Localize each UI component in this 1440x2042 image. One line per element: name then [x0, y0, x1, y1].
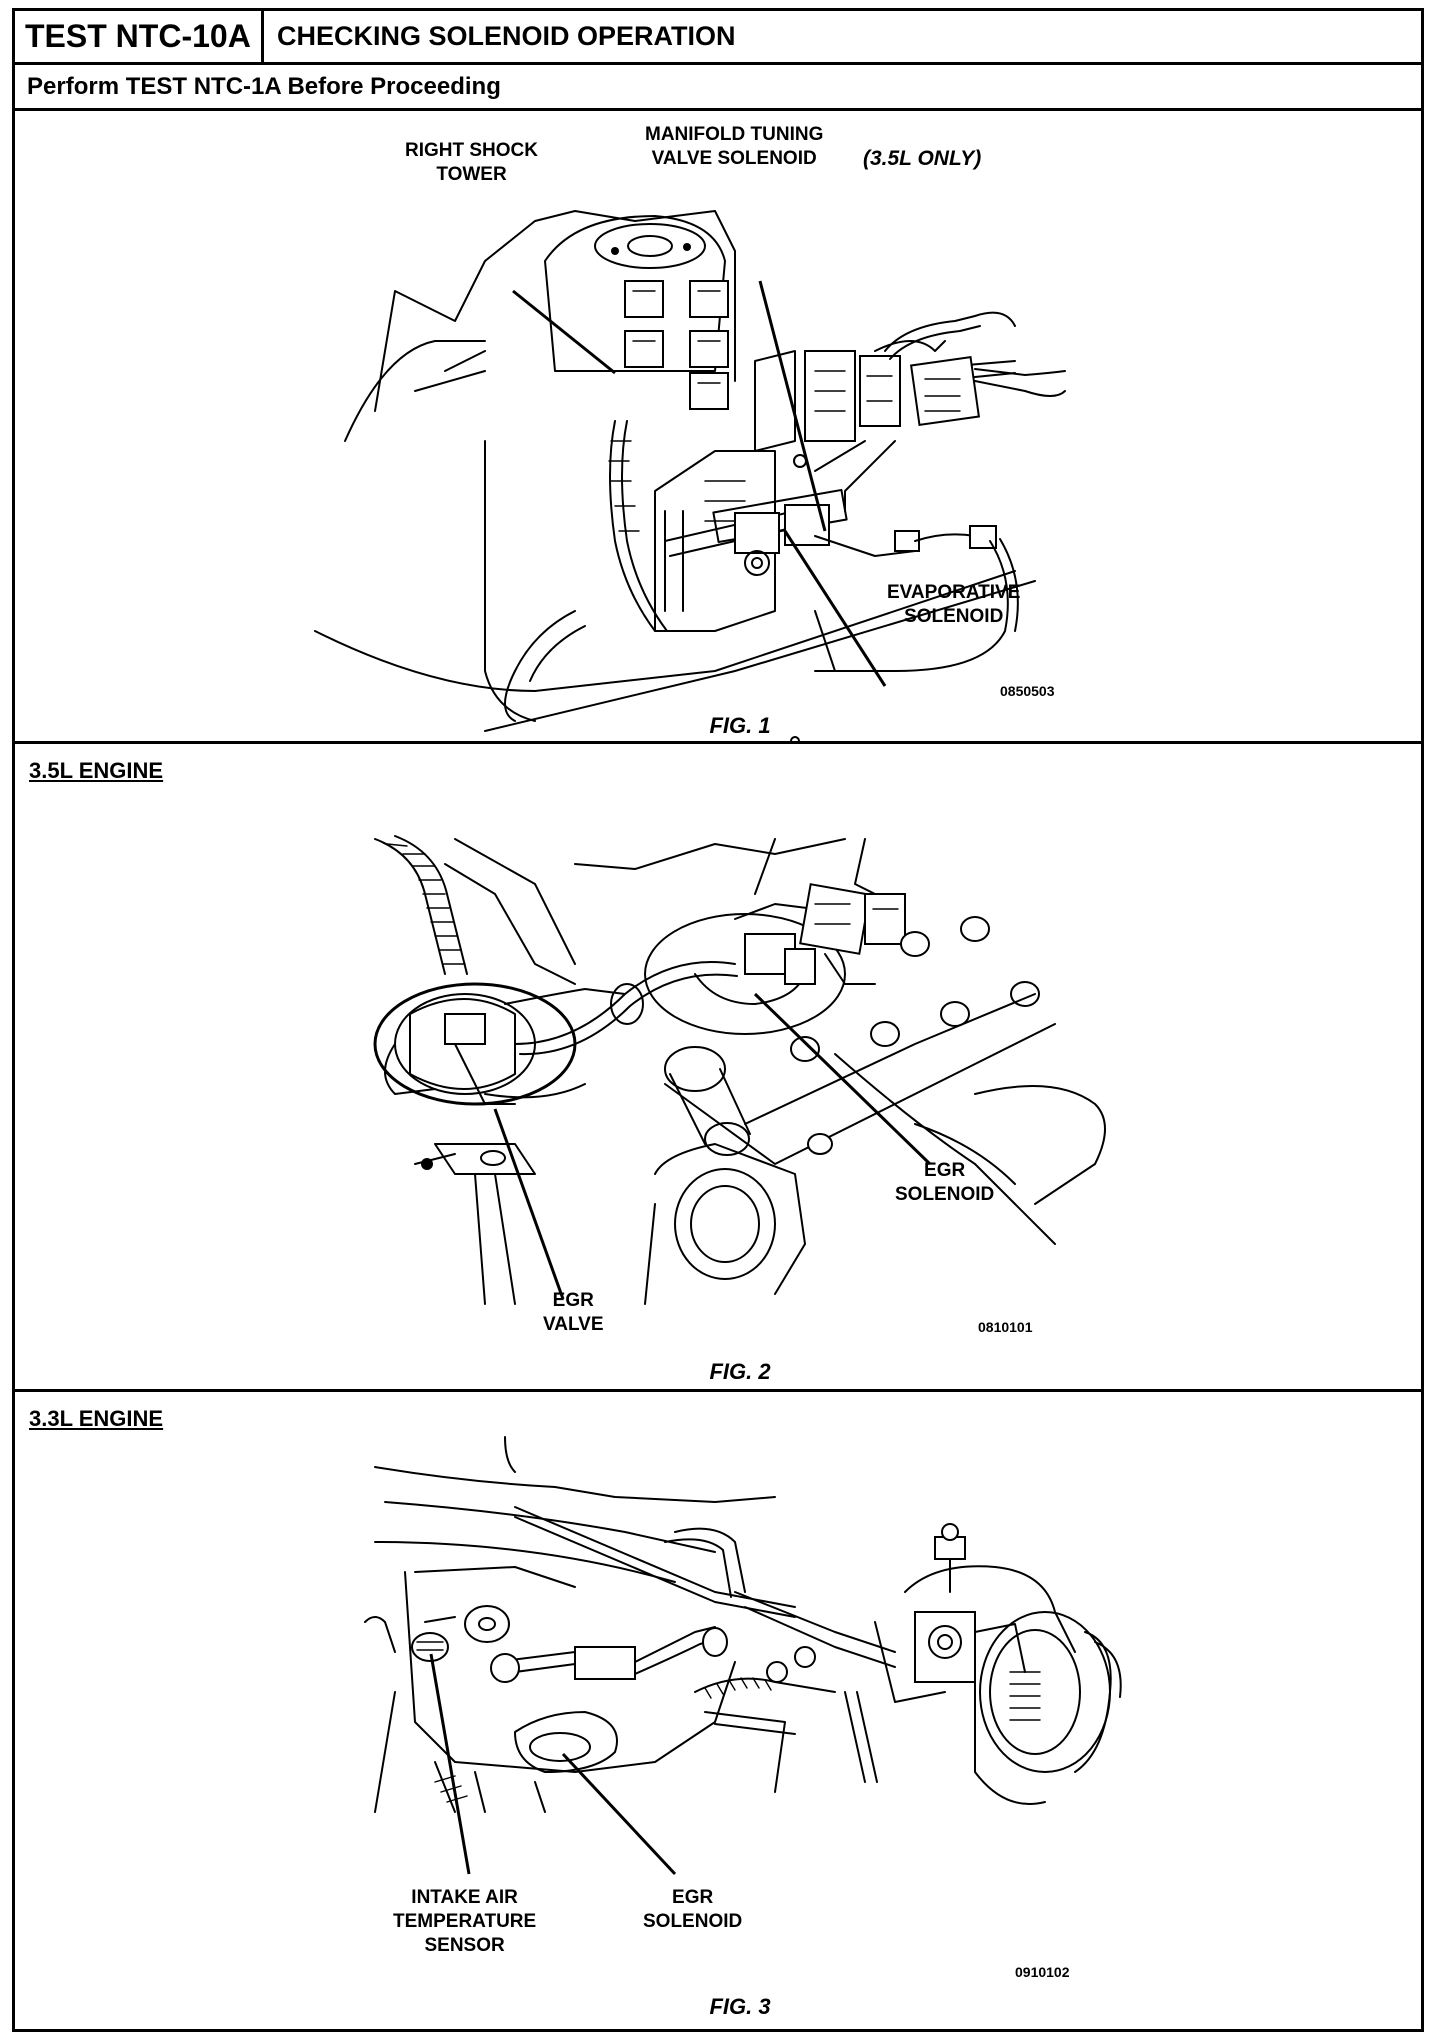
header-row: TEST NTC-10A CHECKING SOLENOID OPERATION — [15, 11, 1421, 65]
figure-3-panel: 3.3L ENGINE — [15, 1392, 1421, 2029]
figure-2-illustration — [373, 835, 1106, 1305]
test-sheet: TEST NTC-10A CHECKING SOLENOID OPERATION… — [12, 8, 1424, 2032]
label-3-5l-only: (3.5L ONLY) — [863, 147, 982, 170]
label-egr-valve: EGR VALVE — [543, 1290, 604, 1335]
figure-3-caption: FIG. 3 — [709, 1994, 771, 2019]
label-egr-solenoid-3-5l: EGR SOLENOID — [895, 1160, 995, 1205]
figure-3-code: 0910102 — [1015, 1964, 1070, 1980]
test-title: CHECKING SOLENOID OPERATION — [277, 21, 736, 51]
figure-2-panel: 3.5L ENGINE — [15, 744, 1421, 1392]
figure-2-caption: FIG. 2 — [709, 1359, 771, 1384]
label-intake-air-temperature-sensor: INTAKE AIR TEMPERATURE SENSOR — [393, 1887, 537, 1956]
engine-heading-3-5l: 3.5L ENGINE — [29, 758, 164, 783]
coil-row — [664, 916, 1040, 1156]
figure-1-code: 0850503 — [1000, 683, 1055, 699]
figure-1-caption: FIG. 1 — [709, 713, 771, 738]
label-right-shock-tower: RIGHT SHOCK TOWER — [405, 140, 538, 185]
figure-1-illustration — [314, 210, 1066, 744]
label-egr-solenoid-3-3l: EGR SOLENOID — [643, 1887, 743, 1932]
figure-3-illustration — [364, 1436, 1122, 1876]
engine-heading-3-3l: 3.3L ENGINE — [29, 1406, 164, 1431]
label-evaporative-solenoid: EVAPORATIVE SOLENOID — [887, 582, 1021, 627]
test-id: TEST NTC-10A — [15, 11, 264, 62]
label-manifold-tuning-valve-solenoid: MANIFOLD TUNING VALVE SOLENOID — [645, 124, 824, 169]
figure-1-panel: RIGHT SHOCK TOWER MANIFOLD TUNING VALVE … — [15, 111, 1421, 744]
prerequisite-note: Perform TEST NTC-1A Before Proceeding — [15, 65, 1421, 111]
figure-2-code: 0810101 — [978, 1319, 1033, 1335]
